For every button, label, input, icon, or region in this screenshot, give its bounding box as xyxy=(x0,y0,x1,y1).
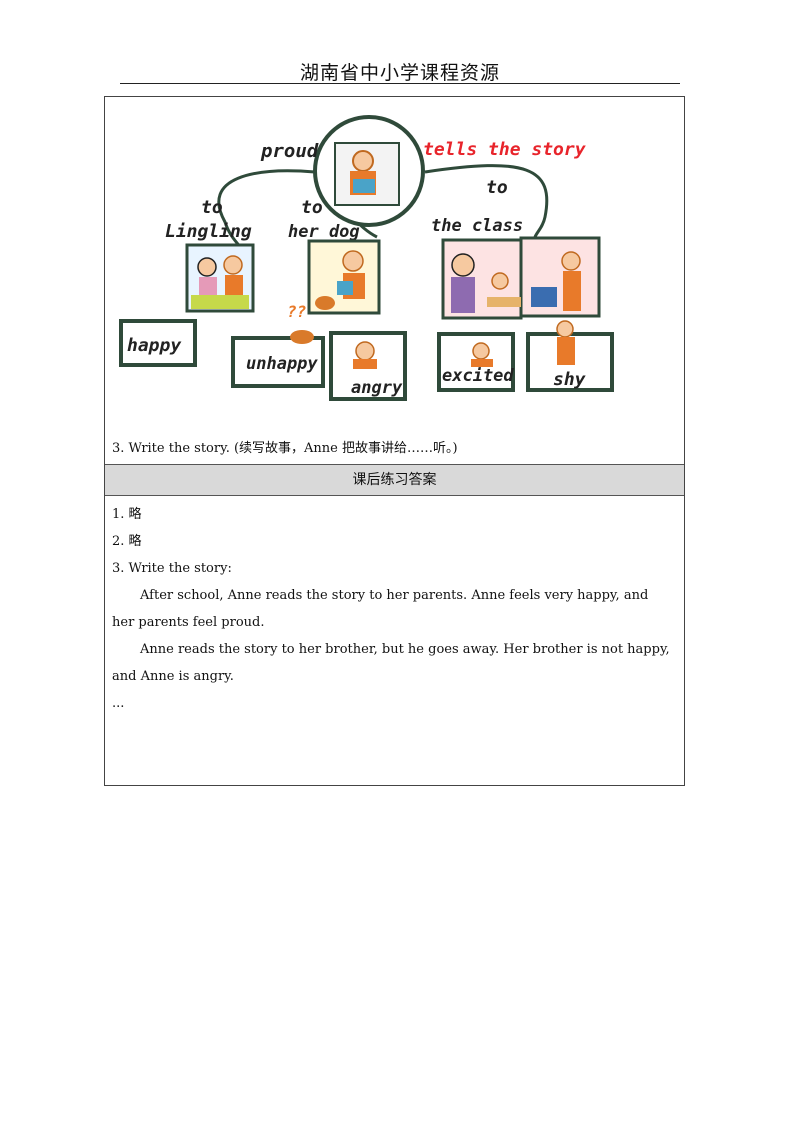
emotion-unhappy: unhappy xyxy=(246,354,318,374)
answers-list: 1. 略 2. 略 3. Write the story: After scho… xyxy=(112,501,672,717)
label-lingling: Lingling xyxy=(165,221,252,242)
answer-item: 2. 略 xyxy=(112,534,142,549)
label-to-left: to xyxy=(201,197,223,218)
label-tells-the-story: tells the story xyxy=(423,139,587,160)
card-happy xyxy=(119,319,197,367)
curve-to-class xyxy=(424,164,549,238)
label-the-class: the class xyxy=(431,216,523,236)
page-header-title: 湖南省中小学课程资源 xyxy=(299,62,500,84)
label-to-right: to xyxy=(486,177,508,198)
emotion-excited: excited xyxy=(442,366,514,386)
label-to-mid: to xyxy=(301,197,323,218)
card-unhappy xyxy=(231,336,325,388)
curve-to-lingling xyxy=(217,169,316,248)
answer-paragraph: After school, Anne reads the story to he… xyxy=(112,588,649,630)
question-marks: ?? xyxy=(287,302,306,321)
answer-paragraph: Anne reads the story to her brother, but… xyxy=(112,642,670,684)
header-rule xyxy=(120,83,680,84)
answer-item: 3. Write the story: xyxy=(112,561,232,576)
emotion-shy: shy xyxy=(553,369,587,390)
answers-section-title: 课后练习答案 xyxy=(105,464,684,496)
label-her-dog: her dog xyxy=(288,222,360,242)
scene-her-dog xyxy=(307,239,381,315)
emotion-happy: happy xyxy=(127,335,182,356)
emotion-angry: angry xyxy=(351,378,403,398)
worksheet-box: proud tells the story to Lingling to her… xyxy=(104,96,685,786)
story-illustration: proud tells the story to Lingling to her… xyxy=(119,115,614,401)
writing-prompt: 3. Write the story. (续写故事，Anne 把故事讲给……听。… xyxy=(112,441,458,456)
answer-item: 1. 略 xyxy=(112,507,142,522)
answer-ellipsis: ... xyxy=(112,696,125,711)
label-proud: proud xyxy=(260,140,319,162)
